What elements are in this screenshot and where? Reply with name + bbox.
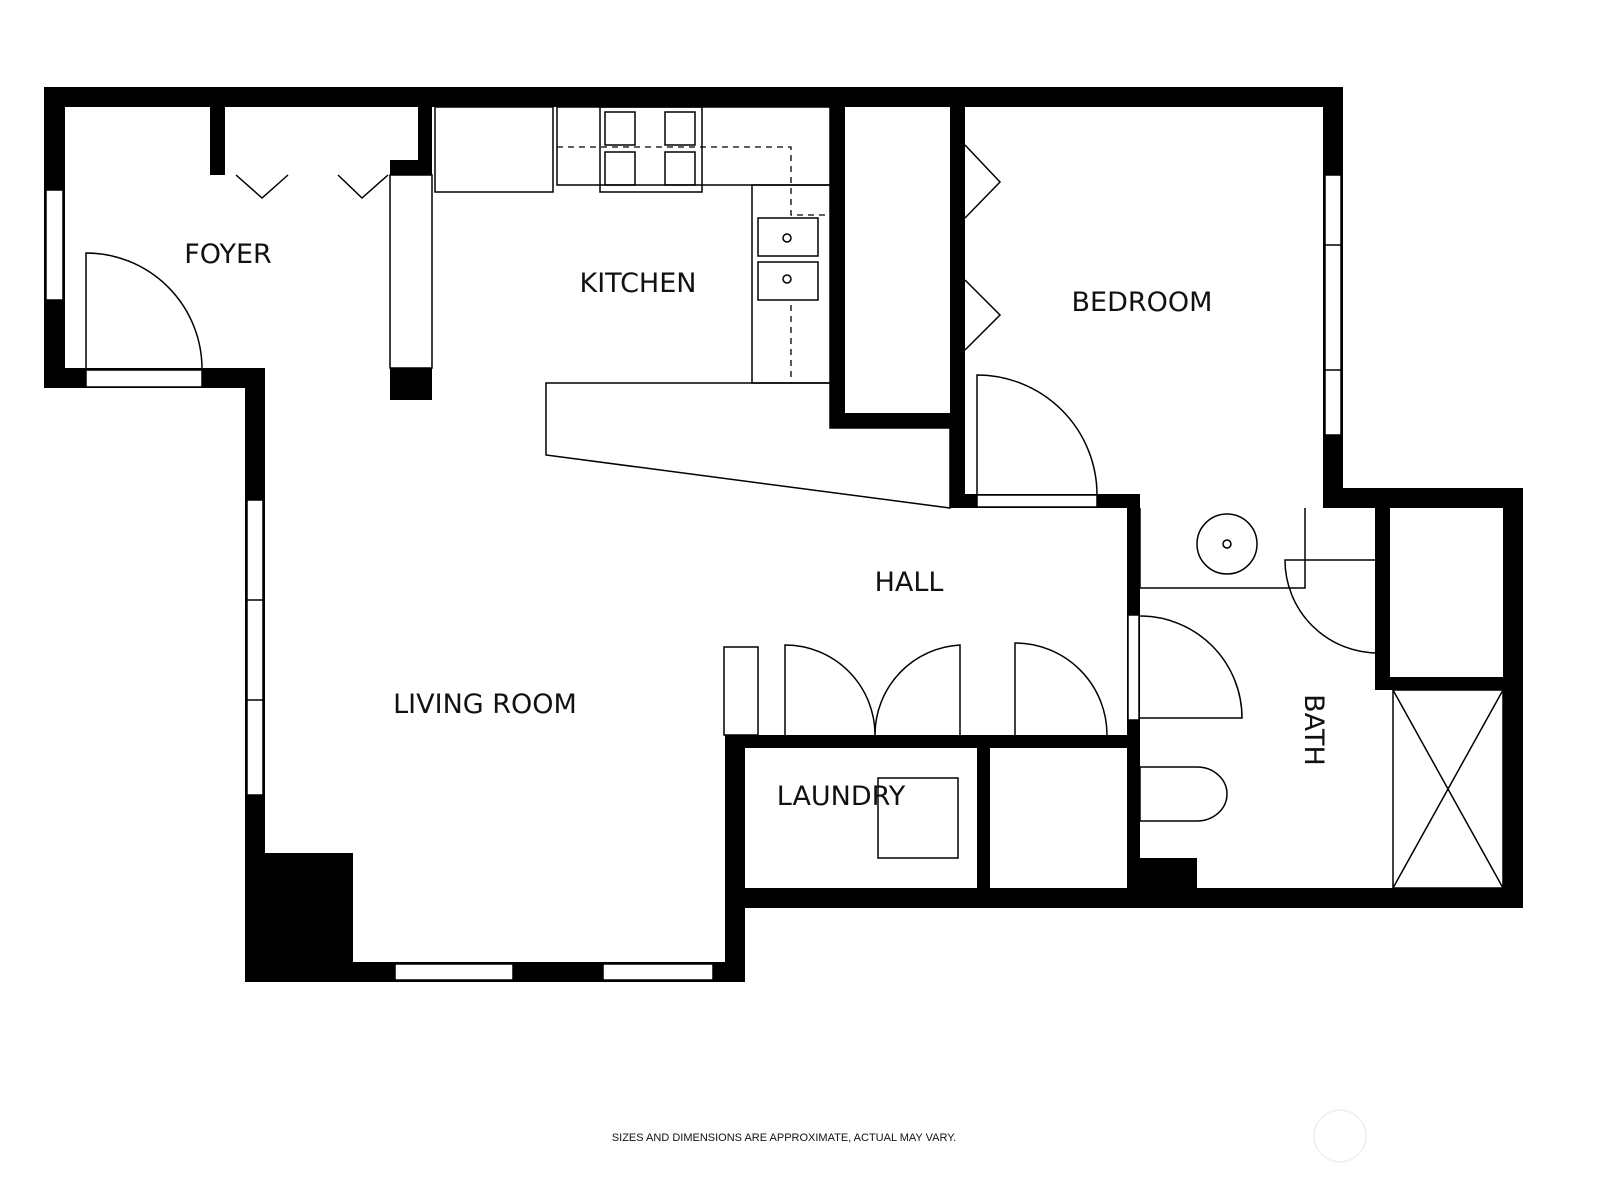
room-label-hall: HALL	[875, 567, 944, 598]
room-label-kitchen: KITCHEN	[580, 268, 697, 299]
room-label-bath: BATH	[1298, 694, 1329, 766]
stove-icon	[599, 106, 703, 193]
washer-icon	[877, 777, 959, 859]
room-label-foyer: FOYER	[184, 239, 272, 270]
bath-sink-icon	[1196, 513, 1258, 575]
walls	[44, 87, 1523, 982]
room-label-laundry: LAUNDRY	[777, 781, 906, 812]
watermark-logo	[1313, 1109, 1367, 1163]
shower-icon	[1392, 689, 1504, 889]
room-label-bedroom: BEDROOM	[1072, 287, 1213, 318]
doors	[85, 144, 1379, 736]
sink-icon	[757, 217, 819, 257]
fixtures	[389, 106, 1504, 889]
kitchen-island	[545, 382, 951, 509]
windows	[45, 174, 1342, 981]
disclaimer-text: SIZES AND DIMENSIONS ARE APPROXIMATE, AC…	[612, 1132, 956, 1144]
room-label-living-room: LIVING ROOM	[393, 689, 577, 720]
toilet-icon	[1139, 766, 1228, 822]
